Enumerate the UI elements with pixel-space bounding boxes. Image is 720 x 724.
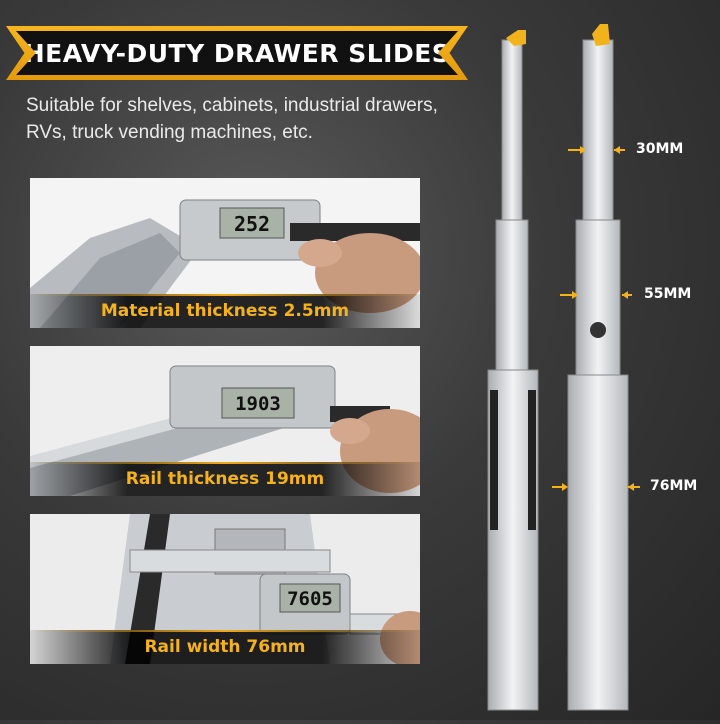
photo-panel-material-thickness: 252 Material thickness 2.5mm (30, 178, 420, 328)
subtitle-text: Suitable for shelves, cabinets, industri… (26, 95, 438, 143)
title-banner: HEAVY-DUTY DRAWER SLIDES (6, 26, 468, 80)
dimension-label-55mm: 55MM (644, 286, 692, 302)
caption-rail-thickness: Rail thickness 19mm (125, 469, 325, 489)
page-title: HEAVY-DUTY DRAWER SLIDES (23, 38, 451, 68)
caliper-display-2: 1903 (235, 393, 281, 415)
caption-rail-width: Rail width 76mm (144, 637, 306, 657)
dimension-label-30mm: 30MM (636, 141, 684, 157)
caption-divider (30, 294, 420, 296)
caption-bar: Rail width 76mm (30, 630, 420, 664)
caption-divider (30, 462, 420, 464)
caption-bar: Rail thickness 19mm (30, 462, 420, 496)
caption-bar: Material thickness 2.5mm (30, 294, 420, 328)
photo-panel-rail-width: 7605 Rail width 76mm (30, 514, 420, 664)
caliper-display-3: 7605 (287, 588, 333, 610)
caption-material-thickness: Material thickness 2.5mm (100, 301, 350, 321)
title-banner-inner: HEAVY-DUTY DRAWER SLIDES (16, 31, 458, 75)
caption-divider (30, 630, 420, 632)
photo-panel-rail-thickness: 1903 Rail thickness 19mm (30, 346, 420, 496)
drawer-slides-illustration: 30MM 55MM 76MM (470, 10, 720, 720)
rails-svg (487, 24, 640, 711)
caliper-display-1: 252 (234, 212, 270, 236)
dimension-label-76mm: 76MM (650, 478, 698, 494)
caliper-photo-3: 7605 (30, 514, 420, 664)
